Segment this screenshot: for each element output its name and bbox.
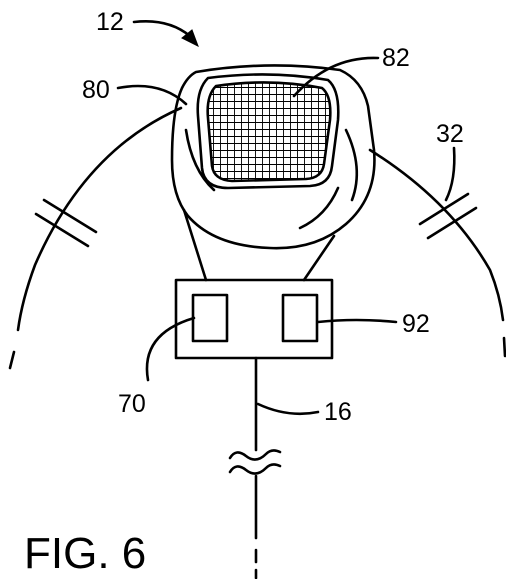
arc-break-right bbox=[418, 192, 478, 240]
leader-92 bbox=[316, 318, 398, 324]
sensor-screen bbox=[196, 73, 340, 190]
label-82: 82 bbox=[382, 44, 410, 72]
screen-inner-frame bbox=[206, 81, 332, 183]
label-92: 92 bbox=[402, 310, 430, 338]
arc-right-dash bbox=[502, 336, 506, 358]
sensor-housing bbox=[170, 64, 376, 282]
arc-outline bbox=[8, 106, 506, 370]
housing-stem-left bbox=[182, 208, 208, 282]
arc-right bbox=[368, 148, 505, 322]
housing-contour bbox=[184, 128, 216, 192]
leader-lines bbox=[116, 20, 456, 416]
screen-mesh bbox=[207, 82, 331, 181]
label-12: 12 bbox=[96, 8, 124, 36]
cable-break bbox=[228, 449, 282, 475]
leader-80 bbox=[116, 84, 188, 106]
arc-left-dash bbox=[8, 350, 16, 370]
leader-16 bbox=[256, 402, 320, 416]
right-element-92 bbox=[281, 293, 319, 343]
label-80: 80 bbox=[82, 76, 110, 104]
leader-12 bbox=[132, 20, 192, 38]
housing-highlight-inner bbox=[298, 186, 340, 230]
leader-82 bbox=[292, 56, 380, 98]
left-element-70 bbox=[191, 293, 229, 343]
housing-highlight bbox=[344, 128, 359, 202]
screen-outer-frame bbox=[196, 73, 340, 190]
leader-70 bbox=[145, 316, 196, 382]
label-32: 32 bbox=[436, 120, 464, 148]
housing-outline bbox=[170, 64, 376, 250]
module-box bbox=[174, 278, 334, 360]
leader-32 bbox=[444, 146, 456, 202]
arc-left bbox=[16, 106, 183, 332]
figure-caption: FIG. 6 bbox=[24, 529, 146, 578]
electronics-module bbox=[174, 278, 334, 360]
housing-stem-right bbox=[302, 234, 336, 282]
label-16: 16 bbox=[324, 398, 352, 426]
label-70: 70 bbox=[118, 390, 146, 418]
arrowhead-12 bbox=[181, 29, 199, 48]
cable bbox=[228, 356, 282, 579]
arc-break-left bbox=[34, 198, 98, 248]
